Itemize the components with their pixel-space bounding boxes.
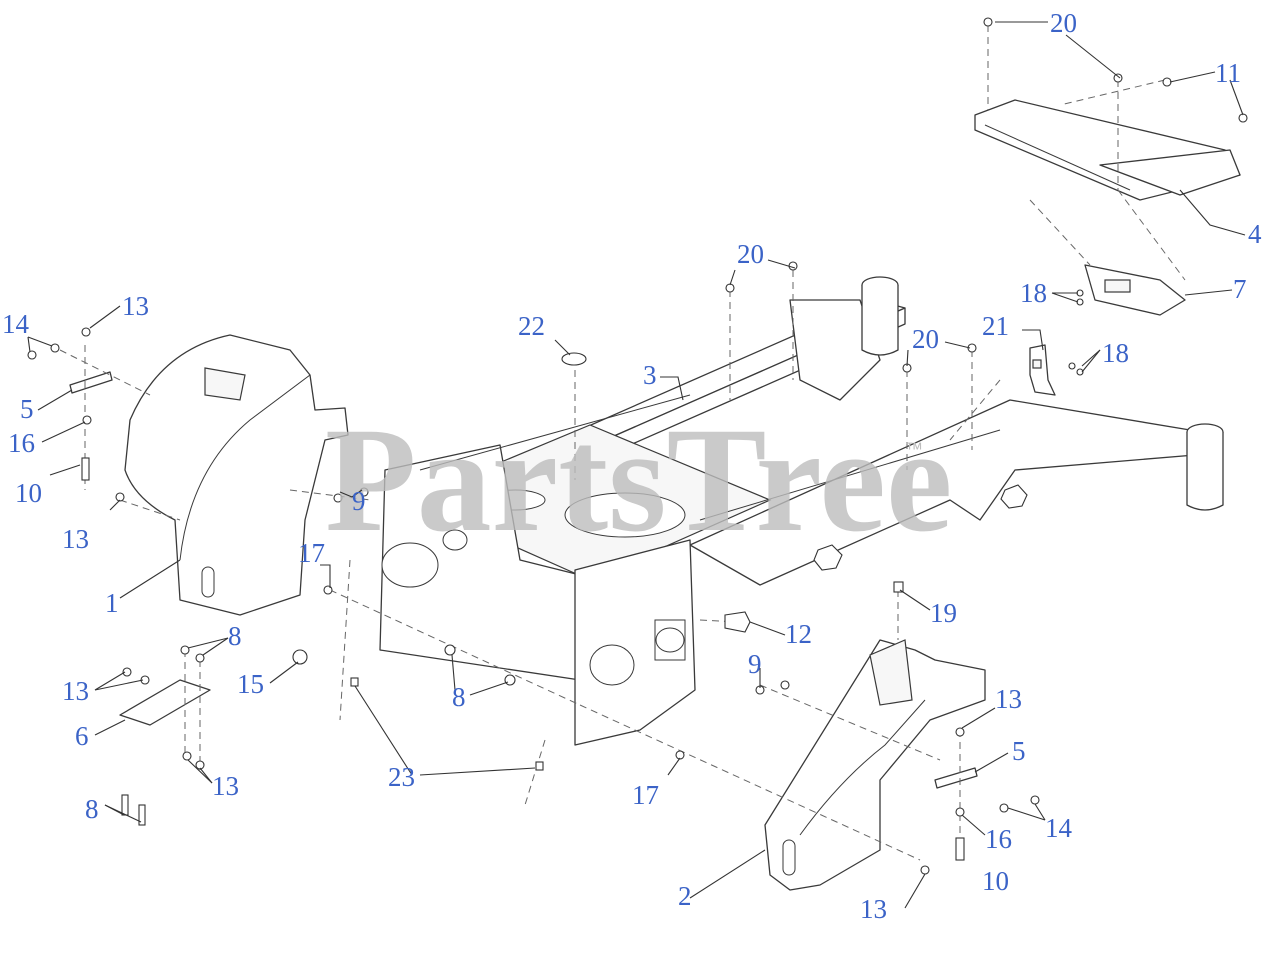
bracket-5-left[interactable] <box>69 371 113 394</box>
callout-13-plate-top[interactable]: 13 <box>62 676 89 706</box>
hardware-lines <box>59 25 1186 861</box>
callout-13-plate-bottom[interactable]: 13 <box>212 771 239 801</box>
callout-22[interactable]: 22 <box>518 311 545 341</box>
callout-16-left[interactable]: 16 <box>8 428 35 458</box>
callout-13-left-mid[interactable]: 13 <box>62 524 89 554</box>
callout-20-mid[interactable]: 20 <box>737 239 764 269</box>
callout-14-left[interactable]: 14 <box>2 309 30 339</box>
left-fender[interactable] <box>124 334 349 616</box>
callout-15[interactable]: 15 <box>237 669 264 699</box>
callout-17-left[interactable]: 17 <box>298 538 325 568</box>
callout-5-right[interactable]: 5 <box>1012 736 1026 766</box>
latch-21[interactable] <box>1029 344 1056 396</box>
callout-16-right[interactable]: 16 <box>985 824 1012 854</box>
watermark: PartsTree <box>325 397 952 563</box>
callout-18-lower[interactable]: 18 <box>1102 338 1129 368</box>
callout-14-right[interactable]: 14 <box>1045 813 1073 843</box>
bracket-5-right[interactable] <box>934 767 978 789</box>
callout-13-left-top[interactable]: 13 <box>122 291 149 321</box>
callout-10-right[interactable]: 10 <box>982 866 1009 896</box>
callout-11[interactable]: 11 <box>1215 58 1241 88</box>
callout-19[interactable]: 19 <box>930 598 957 628</box>
callout-13-right-bottom[interactable]: 13 <box>860 894 887 924</box>
main-frame[interactable] <box>379 276 1224 746</box>
callout-13-right-top[interactable]: 13 <box>995 684 1022 714</box>
callout-9-left[interactable]: 9 <box>352 486 366 516</box>
callout-7[interactable]: 7 <box>1233 274 1247 304</box>
watermark-trademark: ™ <box>905 439 923 459</box>
callout-21[interactable]: 21 <box>982 311 1009 341</box>
callout-20-right[interactable]: 20 <box>912 324 939 354</box>
callout-12[interactable]: 12 <box>785 619 812 649</box>
plate-6[interactable] <box>119 679 211 726</box>
callout-3[interactable]: 3 <box>643 360 657 390</box>
callout-6[interactable]: 6 <box>75 721 89 751</box>
callouts: 20 11 4 7 18 21 18 20 20 3 22 14 13 5 16… <box>2 8 1262 924</box>
callout-8-upper[interactable]: 8 <box>228 621 242 651</box>
callout-17-center[interactable]: 17 <box>632 780 659 810</box>
callout-23[interactable]: 23 <box>388 762 415 792</box>
fasteners <box>27 17 1248 875</box>
top-shield[interactable] <box>974 99 1241 201</box>
callout-2[interactable]: 2 <box>678 881 692 911</box>
callout-18-upper[interactable]: 18 <box>1020 278 1047 308</box>
right-fender[interactable] <box>764 639 986 891</box>
callout-10-left[interactable]: 10 <box>15 478 42 508</box>
callout-5-left[interactable]: 5 <box>20 394 34 424</box>
callout-20-top[interactable]: 20 <box>1050 8 1077 38</box>
leader-lines <box>27 21 1246 909</box>
bracket-7[interactable] <box>1084 264 1186 316</box>
callout-9-right[interactable]: 9 <box>748 649 762 679</box>
callout-1[interactable]: 1 <box>105 588 119 618</box>
callout-8-center[interactable]: 8 <box>452 682 466 712</box>
callout-8-lower[interactable]: 8 <box>85 794 99 824</box>
callout-4[interactable]: 4 <box>1248 219 1262 249</box>
